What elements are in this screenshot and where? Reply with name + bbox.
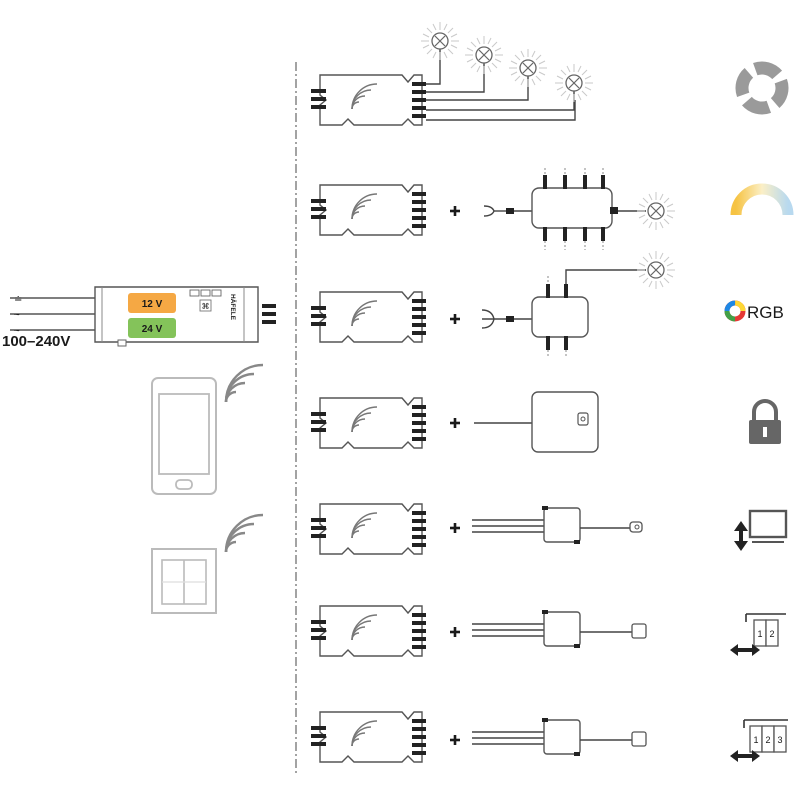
sliding-door-2-icon [730, 613, 786, 656]
smartphone-icon [151, 377, 217, 495]
ir-sensor-icon [629, 521, 643, 533]
door-panel-number: 2 [765, 735, 770, 745]
svg-text:≐: ≐ [14, 294, 22, 305]
svg-text:~: ~ [14, 310, 20, 321]
rgb-icon [724, 300, 746, 322]
output-12v-badge [128, 293, 176, 313]
padlock-icon [749, 399, 781, 444]
door-panel-number: 1 [757, 629, 762, 639]
controller-module [310, 397, 427, 449]
plus-icon [448, 204, 462, 218]
output-12v-label: 12 V [142, 299, 163, 310]
lamp-icon [636, 250, 676, 290]
lamp-icon [420, 21, 460, 61]
plus-icon [448, 733, 462, 747]
dimmer-ring-icon [735, 61, 789, 115]
door-panel-number: 2 [769, 629, 774, 639]
sliding-door-3-icon [730, 719, 788, 762]
plus-icon [448, 521, 462, 535]
lamp-icon [636, 191, 676, 231]
wall-switch-icon [151, 548, 217, 614]
lamp-icon [508, 48, 548, 88]
y-connector [483, 205, 508, 217]
sensor-module [471, 609, 633, 649]
plus-icon [448, 416, 462, 430]
rgb-connector [481, 309, 508, 329]
controller-module [310, 184, 427, 236]
door-sensor-icon [631, 731, 647, 747]
smartphone-wireless-icon [224, 363, 265, 404]
plus-icon [448, 625, 462, 639]
input-voltage-label: 100–240V [2, 333, 70, 350]
power-supply-unit: 12 V 24 V ⌘ HÄFELE [94, 286, 276, 347]
controller-module [310, 291, 427, 343]
svg-text:⌘: ⌘ [202, 302, 210, 311]
door-sensor-icon [631, 623, 647, 639]
lamp-icon [464, 35, 504, 75]
plus-icon [448, 312, 462, 326]
mains-input-wires: ≐ ~ ~ [10, 294, 96, 337]
door-panel-number: 3 [777, 735, 782, 745]
controller-module [310, 605, 427, 657]
output-24v-badge [128, 318, 176, 338]
lamp-wires [426, 49, 576, 121]
brand-label: HÄFELE [229, 294, 237, 321]
sensor-module [471, 505, 633, 545]
led-distributor [531, 168, 618, 250]
tunable-white-icon [730, 183, 794, 216]
rgb-distributor [531, 276, 589, 358]
rgb-label: RGB [747, 303, 784, 322]
tv-lift-icon [734, 509, 788, 551]
output-24v-label: 24 V [142, 324, 163, 335]
certification-mark-icon: ⌘ [199, 299, 212, 312]
sensor-module [471, 717, 633, 757]
controller-module [310, 711, 427, 763]
controller-module [310, 503, 427, 555]
door-panel-number: 1 [753, 735, 758, 745]
lock-control-module [531, 391, 599, 453]
controller-module [310, 74, 427, 126]
svg-text:~: ~ [14, 326, 20, 337]
lamp-icon [554, 63, 594, 103]
switch-wireless-icon [224, 513, 265, 554]
